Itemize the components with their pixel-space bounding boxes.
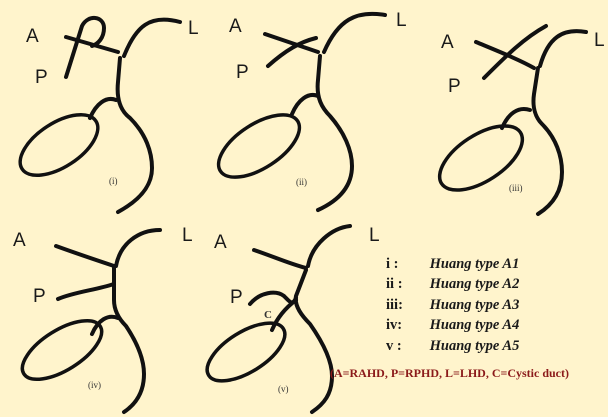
panel-number: (v)	[278, 384, 289, 394]
legend-item: ii : Huang type A2	[386, 274, 519, 294]
cystic-duct	[292, 95, 318, 114]
legend: i : Huang type A1 ii : Huang type A2 iii…	[386, 254, 519, 356]
legend-item: iv: Huang type A4	[386, 315, 519, 335]
panel-ii: A P L (ii)	[208, 10, 406, 210]
panel-number: (ii)	[296, 177, 307, 187]
legend-key: iii:	[386, 295, 426, 315]
panel-iii: A P L (iii)	[429, 26, 605, 214]
panel-number: (i)	[109, 176, 118, 186]
left-duct	[308, 226, 350, 266]
legend-text: Huang type A3	[430, 297, 520, 313]
legend-text: Huang type A4	[430, 317, 520, 333]
legend-text: Huang type A1	[430, 256, 520, 272]
legend-item: i : Huang type A1	[386, 254, 519, 274]
cystic-duct	[90, 99, 116, 118]
gallbladder	[13, 309, 111, 391]
common-duct	[296, 270, 332, 412]
legend-text: Huang type A5	[430, 338, 520, 354]
label-P: P	[35, 67, 48, 88]
legend-key: i :	[386, 254, 426, 274]
gallbladder	[208, 102, 309, 189]
label-L: L	[188, 18, 199, 39]
legend-text: Huang type A2	[430, 276, 520, 292]
label-C: C	[264, 309, 272, 321]
label-A: A	[441, 32, 454, 53]
panel-i: A P L (i)	[10, 18, 198, 212]
legend-item: iii: Huang type A3	[386, 295, 519, 315]
label-L: L	[182, 225, 193, 246]
left-duct	[540, 31, 586, 66]
label-P: P	[448, 76, 461, 97]
common-duct	[118, 58, 152, 212]
panel-number: (iv)	[88, 380, 101, 390]
legend-key: ii :	[386, 274, 426, 294]
label-P: P	[236, 62, 249, 83]
legend-key: v :	[386, 336, 426, 356]
legend-item: v : Huang type A5	[386, 336, 519, 356]
label-L: L	[369, 225, 380, 246]
anterior-duct	[56, 246, 114, 266]
legend-key: iv:	[386, 315, 426, 335]
label-P: P	[33, 286, 46, 307]
panel-number: (iii)	[509, 183, 523, 193]
label-L: L	[594, 30, 605, 51]
anterior-duct	[254, 250, 306, 268]
panel-v: A P L C (v)	[198, 225, 379, 412]
posterior-duct	[250, 293, 296, 304]
panel-iv: A P L (iv)	[13, 225, 193, 412]
posterior-duct	[58, 284, 114, 299]
common-duct	[533, 68, 562, 214]
label-A: A	[229, 16, 242, 37]
abbreviation-key: (A=RAHD, P=RPHD, L=LHD, C=Cystic duct)	[330, 366, 569, 381]
label-A: A	[214, 232, 227, 253]
label-A: A	[26, 26, 39, 47]
label-A: A	[13, 230, 26, 251]
left-duct	[124, 20, 180, 56]
label-L: L	[396, 10, 407, 31]
gallbladder	[198, 312, 294, 393]
left-duct	[324, 14, 385, 52]
common-duct	[318, 56, 352, 210]
label-P: P	[230, 287, 243, 308]
cystic-duct	[272, 300, 296, 330]
cystic-duct	[92, 317, 118, 334]
common-duct	[114, 268, 144, 412]
left-duct	[116, 230, 160, 266]
